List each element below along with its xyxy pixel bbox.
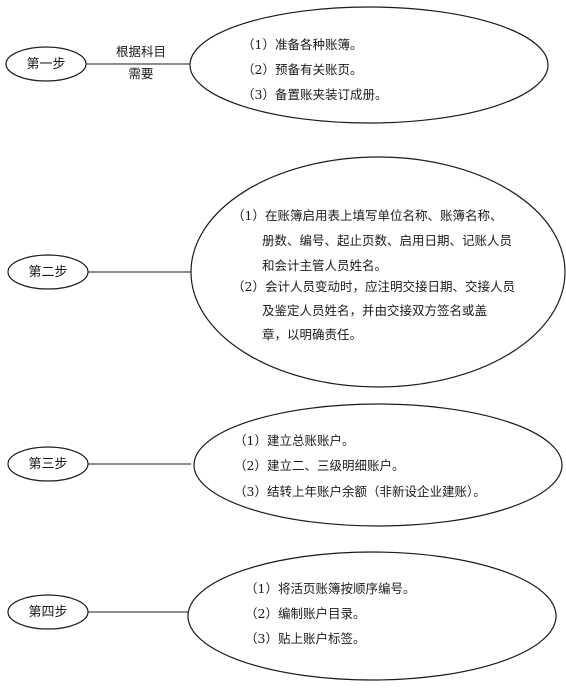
step-1-detail-ellipse bbox=[189, 6, 549, 124]
step-1-note-line2: 需要 bbox=[128, 66, 153, 81]
step-3-detail-ellipse bbox=[193, 403, 563, 527]
step-4-group: 第四步 （1）将活页账簿按顺序编号。 （2）编制账户目录。 （3）贴上账户标签。 bbox=[7, 551, 557, 681]
step-1-label: 第一步 bbox=[26, 57, 65, 72]
step-2-item: 章，以明确责任。 bbox=[262, 327, 362, 342]
step-1-item: （3）备置账夹装订成册。 bbox=[242, 87, 387, 102]
step-4-detail-ellipse bbox=[187, 551, 557, 681]
step-2-detail-ellipse bbox=[190, 156, 566, 388]
step-1-group: 第一步 根据科目 需要 （1）准备各种账簿。 （2）预备有关账页。 （3）备置账… bbox=[5, 6, 549, 124]
step-3-label: 第三步 bbox=[28, 457, 67, 472]
step-2-group: 第二步 （1）在账簿启用表上填写单位名称、账簿名称、 册数、编号、起止页数、启用… bbox=[7, 156, 566, 388]
step-2-item: （2）会计人员变动时，应注明交接日期、交接人员 bbox=[232, 279, 515, 294]
step-2-item: 及鉴定人员姓名，并由交接双方签名或盖 bbox=[262, 303, 487, 318]
step-2-item: 和会计主管人员姓名。 bbox=[262, 258, 387, 273]
step-4-item: （2）编制账户目录。 bbox=[245, 606, 365, 621]
step-4-item: （1）将活页账簿按顺序编号。 bbox=[245, 581, 415, 596]
step-3-item: （1）建立总账账户。 bbox=[234, 433, 354, 448]
step-1-item: （2）预备有关账页。 bbox=[242, 62, 362, 77]
step-3-group: 第三步 （1）建立总账账户。 （2）建立二、三级明细账户。 （3）结转上年账户余… bbox=[7, 403, 563, 527]
step-1-item: （1）准备各种账簿。 bbox=[242, 37, 362, 52]
step-4-label: 第四步 bbox=[28, 605, 67, 620]
step-1-note-line1: 根据科目 bbox=[116, 44, 166, 59]
step-2-item: （1）在账簿启用表上填写单位名称、账簿名称、 bbox=[232, 208, 502, 223]
step-4-item: （3）贴上账户标签。 bbox=[245, 631, 365, 646]
step-3-item: （3）结转上年账户余额（非新设企业建账）。 bbox=[234, 484, 486, 499]
step-2-label: 第二步 bbox=[28, 265, 67, 280]
step-2-item: 册数、编号、起止页数、启用日期、记账人员 bbox=[262, 233, 512, 248]
step-3-item: （2）建立二、三级明细账户。 bbox=[234, 458, 404, 473]
